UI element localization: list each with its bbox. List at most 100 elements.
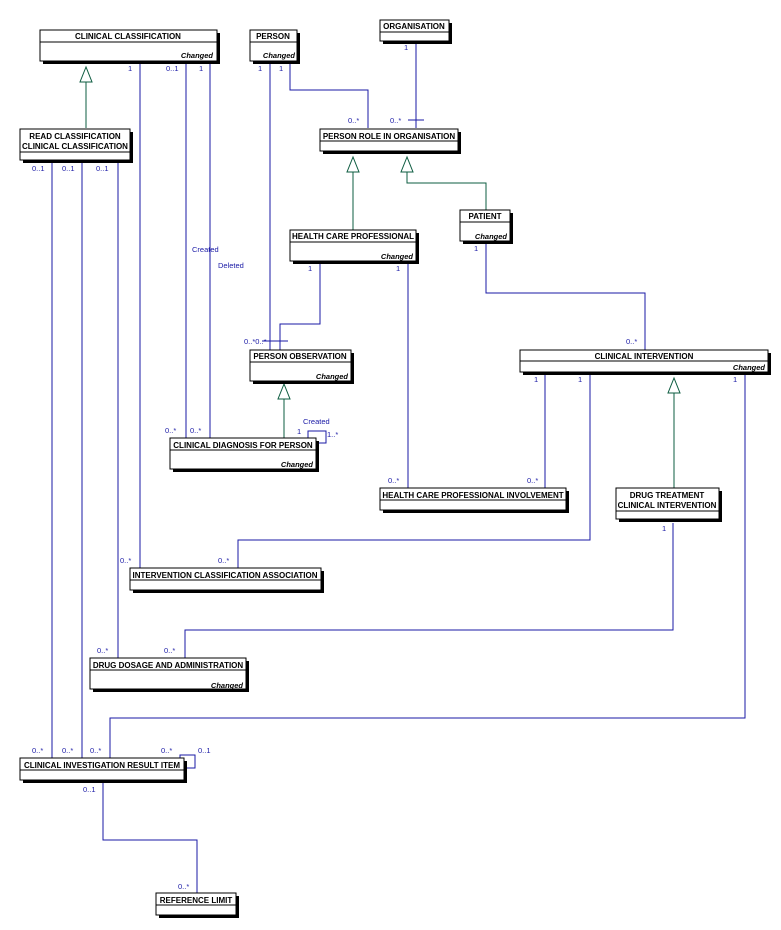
mult-label: 0..*0..*: [244, 337, 267, 346]
class-name-line2: CLINICAL CLASSIFICATION: [22, 142, 128, 151]
mult-label: 0..*: [32, 746, 43, 755]
class-stereotype: Changed: [316, 372, 349, 381]
mult-label: 1: [258, 64, 262, 73]
class-name: PERSON ROLE IN ORGANISATION: [323, 132, 456, 141]
class-name: CLINICAL INVESTIGATION RESULT ITEM: [24, 761, 180, 770]
role-label: Deleted: [218, 261, 244, 270]
mult-label: 1: [396, 264, 400, 273]
mult-label: 1..*: [327, 430, 338, 439]
class-person-role-in-organisation[interactable]: PERSON ROLE IN ORGANISATION: [319, 128, 461, 154]
mult-label: 0..*: [90, 746, 101, 755]
class-reference-limit[interactable]: REFERENCE LIMIT: [155, 892, 239, 918]
role-label: Created: [192, 245, 219, 254]
assoc-patient-ci: [485, 243, 646, 350]
class-name: PATIENT: [468, 212, 501, 221]
mult-label: 1: [279, 64, 283, 73]
role-label: Created: [303, 417, 330, 426]
gen-patient-prio: [406, 172, 487, 210]
mult-label: 1: [578, 375, 582, 384]
class-name: PERSON OBSERVATION: [253, 352, 347, 361]
class-stereotype: Changed: [381, 252, 414, 261]
association-lines: [51, 42, 746, 893]
class-name-line2: CLINICAL INTERVENTION: [618, 501, 717, 510]
mult-label: 0..*: [626, 337, 637, 346]
class-name: DRUG DOSAGE AND ADMINISTRATION: [93, 661, 244, 670]
gen-patient-prio-arrow: [400, 155, 414, 173]
assoc-dt-dda: [184, 523, 674, 658]
gen-cdp-po-arrow: [277, 382, 291, 400]
mult-label: 0..1: [96, 164, 109, 173]
mult-label: 0..1: [83, 785, 96, 794]
mult-label: 0..*: [348, 116, 359, 125]
gen-read-cc-arrow: [79, 65, 93, 83]
mult-label: 0..*: [190, 426, 201, 435]
class-name: CLINICAL CLASSIFICATION: [75, 32, 181, 41]
mult-label: 0..1: [32, 164, 45, 173]
assoc-ci-ciri: [109, 374, 746, 758]
mult-label: 0..*: [178, 882, 189, 891]
gen-hcp-prio-arrow: [346, 155, 360, 173]
mult-label: 1: [733, 375, 737, 384]
class-name: PERSON: [256, 32, 290, 41]
mult-label: 1: [128, 64, 132, 73]
class-stereotype: Changed: [475, 232, 508, 241]
class-stereotype: Changed: [263, 51, 296, 60]
class-name: HEALTH CARE PROFESSIONAL INVOLVEMENT: [382, 491, 563, 500]
class-name: INTERVENTION CLASSIFICATION ASSOCIATION: [132, 571, 317, 580]
class-name: HEALTH CARE PROFESSIONAL: [292, 232, 414, 241]
class-clinical-classification[interactable]: CLINICAL CLASSIFICATION Changed: [39, 29, 220, 64]
class-name: DRUG TREATMENT: [630, 491, 705, 500]
class-health-care-professional-involvement[interactable]: HEALTH CARE PROFESSIONAL INVOLVEMENT: [379, 487, 569, 513]
mult-label: 1: [662, 524, 666, 533]
class-patient[interactable]: PATIENT Changed: [459, 209, 513, 244]
assoc-cdp-self: [307, 430, 327, 444]
class-health-care-professional[interactable]: HEALTH CARE PROFESSIONAL Changed: [289, 229, 419, 264]
mult-label: 0..*: [164, 646, 175, 655]
mult-label: 0..*: [218, 556, 229, 565]
mult-label: 0..*: [388, 476, 399, 485]
class-name: CLINICAL INTERVENTION: [595, 352, 694, 361]
gen-dt-ci-arrow: [667, 376, 681, 394]
class-clinical-intervention[interactable]: CLINICAL INTERVENTION Changed: [519, 349, 771, 375]
class-stereotype: Changed: [281, 460, 314, 469]
assoc-ciri-self: [179, 754, 196, 769]
class-stereotype: Changed: [181, 51, 214, 60]
class-drug-dosage-and-administration[interactable]: DRUG DOSAGE AND ADMINISTRATION Changed: [89, 657, 249, 692]
mult-label: 1: [308, 264, 312, 273]
mult-label: 1: [474, 244, 478, 253]
class-name: CLINICAL DIAGNOSIS FOR PERSON: [173, 441, 313, 450]
mult-label: 1: [534, 375, 538, 384]
mult-label: 0..*: [97, 646, 108, 655]
mult-label: 0..*: [62, 746, 73, 755]
assoc-ciri-rl: [102, 783, 198, 893]
mult-label: 0..1: [62, 164, 75, 173]
class-stereotype: Changed: [733, 363, 766, 372]
assoc-hcp-po: [279, 263, 321, 350]
class-clinical-diagnosis-for-person[interactable]: CLINICAL DIAGNOSIS FOR PERSON Changed: [169, 437, 319, 472]
class-drug-treatment-clinical-intervention[interactable]: DRUG TREATMENT CLINICAL INTERVENTION: [615, 487, 722, 522]
class-name: READ CLASSIFICATION: [29, 132, 121, 141]
assoc-ci-ica: [237, 374, 591, 568]
class-person-observation[interactable]: PERSON OBSERVATION Changed: [249, 349, 354, 384]
mult-label: 1: [297, 427, 301, 436]
mult-label: 0..*: [161, 746, 172, 755]
mult-label: 0..*: [165, 426, 176, 435]
multiplicity-labels: 1 0..1 1 1 1 1 0..* 0..* 0..1 0..1 0..1 …: [32, 43, 737, 891]
mult-label: 0..*: [390, 116, 401, 125]
class-name: ORGANISATION: [383, 22, 445, 31]
generalisation-lines: [79, 65, 681, 488]
mult-label: 0..1: [166, 64, 179, 73]
class-person[interactable]: PERSON Changed: [249, 29, 300, 64]
mult-label: 1: [199, 64, 203, 73]
mult-label: 0..1: [198, 746, 211, 755]
class-read-classification[interactable]: READ CLASSIFICATION CLINICAL CLASSIFICAT…: [19, 128, 133, 163]
class-organisation[interactable]: ORGANISATION: [379, 19, 452, 44]
mult-label: 0..*: [527, 476, 538, 485]
class-clinical-investigation-result-item[interactable]: CLINICAL INVESTIGATION RESULT ITEM: [19, 757, 187, 783]
mult-label: 1: [404, 43, 408, 52]
class-intervention-classification-association[interactable]: INTERVENTION CLASSIFICATION ASSOCIATION: [129, 567, 324, 593]
class-stereotype: Changed: [211, 681, 244, 690]
mult-label: 0..*: [120, 556, 131, 565]
class-name: REFERENCE LIMIT: [160, 896, 233, 905]
